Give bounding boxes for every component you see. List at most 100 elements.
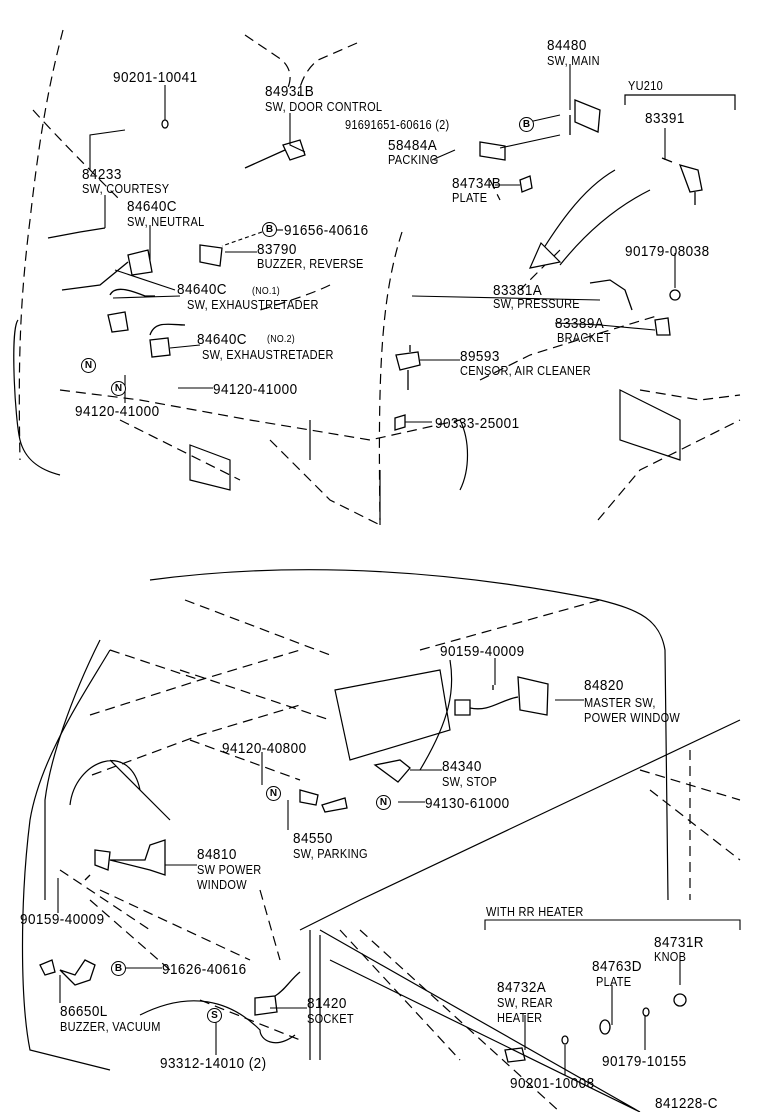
part-desc: PLATE [596,975,632,989]
part-desc: SOCKET [307,1012,354,1026]
nut-icon [669,289,681,301]
part-number: 84640C [197,331,247,348]
buzzer-vacuum-icon [39,959,96,986]
part-number: 94120-41000 [213,381,298,398]
part-number: 90201-10041 [113,69,198,86]
stop-switch-icon [373,759,411,783]
top-vehicle-outline [18,29,741,526]
symbol-n: N [111,381,126,396]
main-switch-icon [569,99,601,135]
nut-90179-icon [642,1007,650,1017]
part-number: 93312-14010 (2) [160,1055,267,1072]
part-number: 90159-40009 [20,911,105,928]
rear-heater-switch-icon [504,1047,526,1063]
plate-icon [519,175,533,193]
part-number: 83790 [257,241,297,258]
part-number: 91691651-60616 (2) [345,118,450,132]
arrow-icon [528,169,651,269]
top-vehicle-solid-lines [13,94,736,525]
power-window-switch-icon [94,839,166,876]
part-desc: POWER WINDOW [584,711,681,725]
part-desc: BUZZER, VACUUM [60,1020,161,1034]
air-cleaner-sensor-icon [395,345,421,390]
part-number: 58484A [388,137,438,154]
part-shapes-top [47,99,703,431]
exhaust-switch-2-icon [149,323,186,358]
bolt-90201-icon [561,1035,569,1045]
symbol-n: N [376,795,391,810]
part-desc: SW, EXHAUSTRETADER [187,298,319,312]
part-number: 83381A [493,282,543,299]
part-number: 94130-61000 [425,795,510,812]
part-number: 89593 [460,348,500,365]
part-number: 94120-40800 [222,740,307,757]
diagram-id: 841228-C [655,1095,718,1112]
pressure-switch-icon [661,157,703,205]
part-desc: SW, MAIN [547,54,600,68]
leader-lines-top [89,64,676,423]
part-number: 91656-40616 [284,222,369,239]
section-label: WITH RR HEATER [486,905,584,919]
symbol-b: B [519,117,534,132]
master-switch-connector-icon [454,696,519,716]
symbol-n: N [81,358,96,373]
part-suffix: (NO.1) [252,286,280,297]
part-desc: CENSOR, AIR CLEANER [460,364,591,378]
part-number: 84640C [127,198,177,215]
part-number: 94120-41000 [75,403,160,420]
socket-icon [254,971,301,1016]
bottom-vehicle-outline [21,569,741,1112]
part-desc: SW, PRESSURE [493,297,580,311]
part-desc: BRACKET [557,331,611,345]
part-number: 84820 [584,677,624,694]
exhaust-switch-1-icon [107,288,155,333]
part-number: 90179-08038 [625,243,710,260]
part-desc: PACKING [388,153,439,167]
part-number: 84810 [197,846,237,863]
part-number: 90201-10008 [510,1075,595,1092]
master-switch-icon [517,676,549,716]
symbol-s: S [207,1008,222,1023]
part-desc: SW, REAR [497,996,553,1010]
part-number: 90179-10155 [602,1053,687,1070]
door-switch-icon [244,139,306,169]
knob-icon [673,993,687,1007]
packing-icon [479,141,506,161]
part-number: 84640C [177,281,227,298]
part-number: 84340 [442,758,482,775]
part-number: 90159-40009 [440,643,525,660]
neutral-switch-icon [61,249,153,291]
part-desc: KNOB [654,950,687,964]
part-desc: SW, DOOR CONTROL [265,100,383,114]
symbol-b: B [111,961,126,976]
part-number: 84233 [82,166,122,183]
part-desc: BUZZER, REVERSE [257,257,364,271]
part-number: 91626-40616 [162,961,247,978]
part-number: 84732A [497,979,547,996]
part-desc: SW, NEUTRAL [127,215,205,229]
plate-90333-icon [394,414,406,431]
symbol-n: N [266,786,281,801]
part-number: 83391 [645,110,685,127]
bolt-icon [161,119,169,129]
symbol-b: B [262,222,277,237]
part-desc: WINDOW [197,878,247,892]
bracket-icon [654,317,671,336]
plate-84763d-icon [599,1019,611,1035]
buzzer-icon [199,244,223,267]
part-desc: SW, EXHAUSTRETADER [202,348,334,362]
part-number: 84763D [592,958,642,975]
part-number: 84731R [654,934,704,951]
part-desc: SW, STOP [442,775,498,789]
part-desc: HEATER [497,1011,543,1025]
part-desc: SW, COURTESY [82,182,170,196]
part-number: 86650L [60,1003,108,1020]
part-desc: MASTER SW, [584,696,656,710]
courtesy-switch-icon [47,227,106,239]
part-number: 90333-25001 [435,415,520,432]
part-number: 84931B [265,83,315,100]
part-number: 81420 [307,995,347,1012]
part-suffix: (NO.2) [267,334,295,345]
